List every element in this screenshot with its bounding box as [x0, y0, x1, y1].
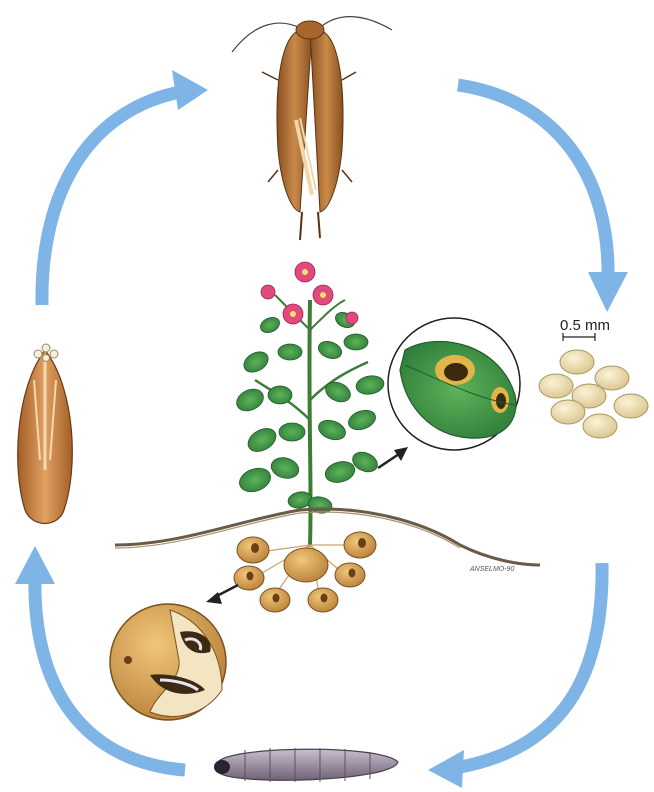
- artist-signature: ANSELMO-90: [469, 566, 514, 573]
- scale-bar: 0.5 mm: [560, 317, 610, 341]
- arrow-pupa-to-adult: [42, 92, 180, 305]
- arrowhead-eggs: [588, 272, 628, 312]
- larva-icon: [214, 748, 398, 782]
- egg: [560, 350, 594, 374]
- egg-cluster-icon: 0.5 mm: [539, 317, 648, 438]
- arrow-tuber-to-larva: [455, 563, 602, 768]
- adult-moth-icon: [232, 17, 392, 240]
- tubers: [234, 532, 376, 612]
- egg: [539, 374, 573, 398]
- damaged-leaf-icon: [378, 318, 520, 468]
- egg: [614, 394, 648, 418]
- arrow-adult-to-eggs: [458, 85, 608, 278]
- arrowhead-adult: [172, 70, 208, 110]
- scale-bar-label: 0.5 mm: [560, 317, 610, 334]
- egg: [551, 400, 585, 424]
- pupa-icon: [18, 344, 73, 524]
- egg: [583, 414, 617, 438]
- tuber: [284, 548, 328, 582]
- arrowhead-larva: [428, 750, 464, 788]
- tuber-cross-section-icon: [110, 585, 238, 720]
- arrowhead-pupa: [15, 546, 55, 584]
- potato-plant-icon: [233, 262, 385, 545]
